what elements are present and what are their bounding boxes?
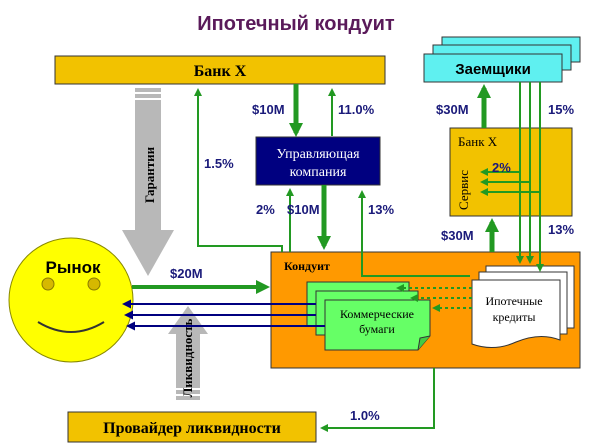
flow-conduit-to-bank-fee bbox=[194, 88, 283, 252]
label-liquidity-fee: 1.0% bbox=[350, 408, 380, 423]
bank-x-servicer-label: Банк X bbox=[458, 134, 498, 149]
guarantees-arrow bbox=[122, 88, 174, 276]
mortgage-loans-line2: кредиты bbox=[493, 310, 536, 324]
label-servicer-fee: 2% bbox=[492, 160, 511, 175]
management-company-line1: Управляющая bbox=[276, 147, 360, 162]
label-mgmt-fee: 2% bbox=[256, 202, 275, 217]
label-mgmt-in: $10M bbox=[252, 102, 285, 117]
label-borrower-rate: 15% bbox=[548, 102, 574, 117]
conduit-label: Кондуит bbox=[284, 259, 330, 273]
bank-x-box: Банк X bbox=[54, 55, 386, 85]
mortgage-loans-line1: Ипотечные bbox=[485, 294, 542, 308]
commercial-paper-stack: Коммерческие бумаги bbox=[306, 281, 431, 351]
commercial-paper-line1: Коммерческие bbox=[340, 307, 414, 321]
diagram-title: Ипотечный кондуит bbox=[197, 13, 395, 35]
guarantees-label: Гарантии bbox=[142, 146, 157, 203]
label-to-borrowers: $30M bbox=[436, 102, 469, 117]
label-bank-fee: 1.5% bbox=[204, 156, 234, 171]
label-servicer-rate: 13% bbox=[548, 222, 574, 237]
label-to-servicer: $30M bbox=[441, 228, 474, 243]
liquidity-provider-box: Провайдер ликвидности bbox=[67, 411, 317, 443]
commercial-paper-line2: бумаги bbox=[359, 322, 395, 336]
borrowers-box: Заемщики bbox=[423, 36, 581, 83]
servicer-label: Сервис bbox=[456, 170, 471, 210]
bank-x-label: Банк X bbox=[194, 63, 247, 80]
label-market-to-conduit: $20M bbox=[170, 266, 203, 281]
management-company-box: Управляющая компания bbox=[255, 136, 381, 186]
flow-loans-to-conduit bbox=[361, 252, 470, 277]
bank-x-servicer-box: Банк X Сервис bbox=[449, 127, 573, 217]
management-company-line2: компания bbox=[290, 165, 347, 180]
borrowers-label: Заемщики bbox=[455, 61, 531, 78]
market-label: Рынок bbox=[45, 258, 101, 277]
label-conduit-return: 13% bbox=[368, 202, 394, 217]
label-mgmt-return: 11.0% bbox=[338, 102, 375, 117]
liquidity-provider-label: Провайдер ликвидности bbox=[103, 420, 281, 437]
mortgage-loans-stack: Ипотечные кредиты bbox=[471, 265, 575, 348]
liquidity-label: Ликвидность bbox=[180, 318, 195, 397]
label-mgmt-to-conduit: $10M bbox=[287, 202, 320, 217]
market-smiley: Рынок bbox=[8, 237, 134, 363]
flow-conduit-to-liquidity bbox=[320, 368, 435, 432]
